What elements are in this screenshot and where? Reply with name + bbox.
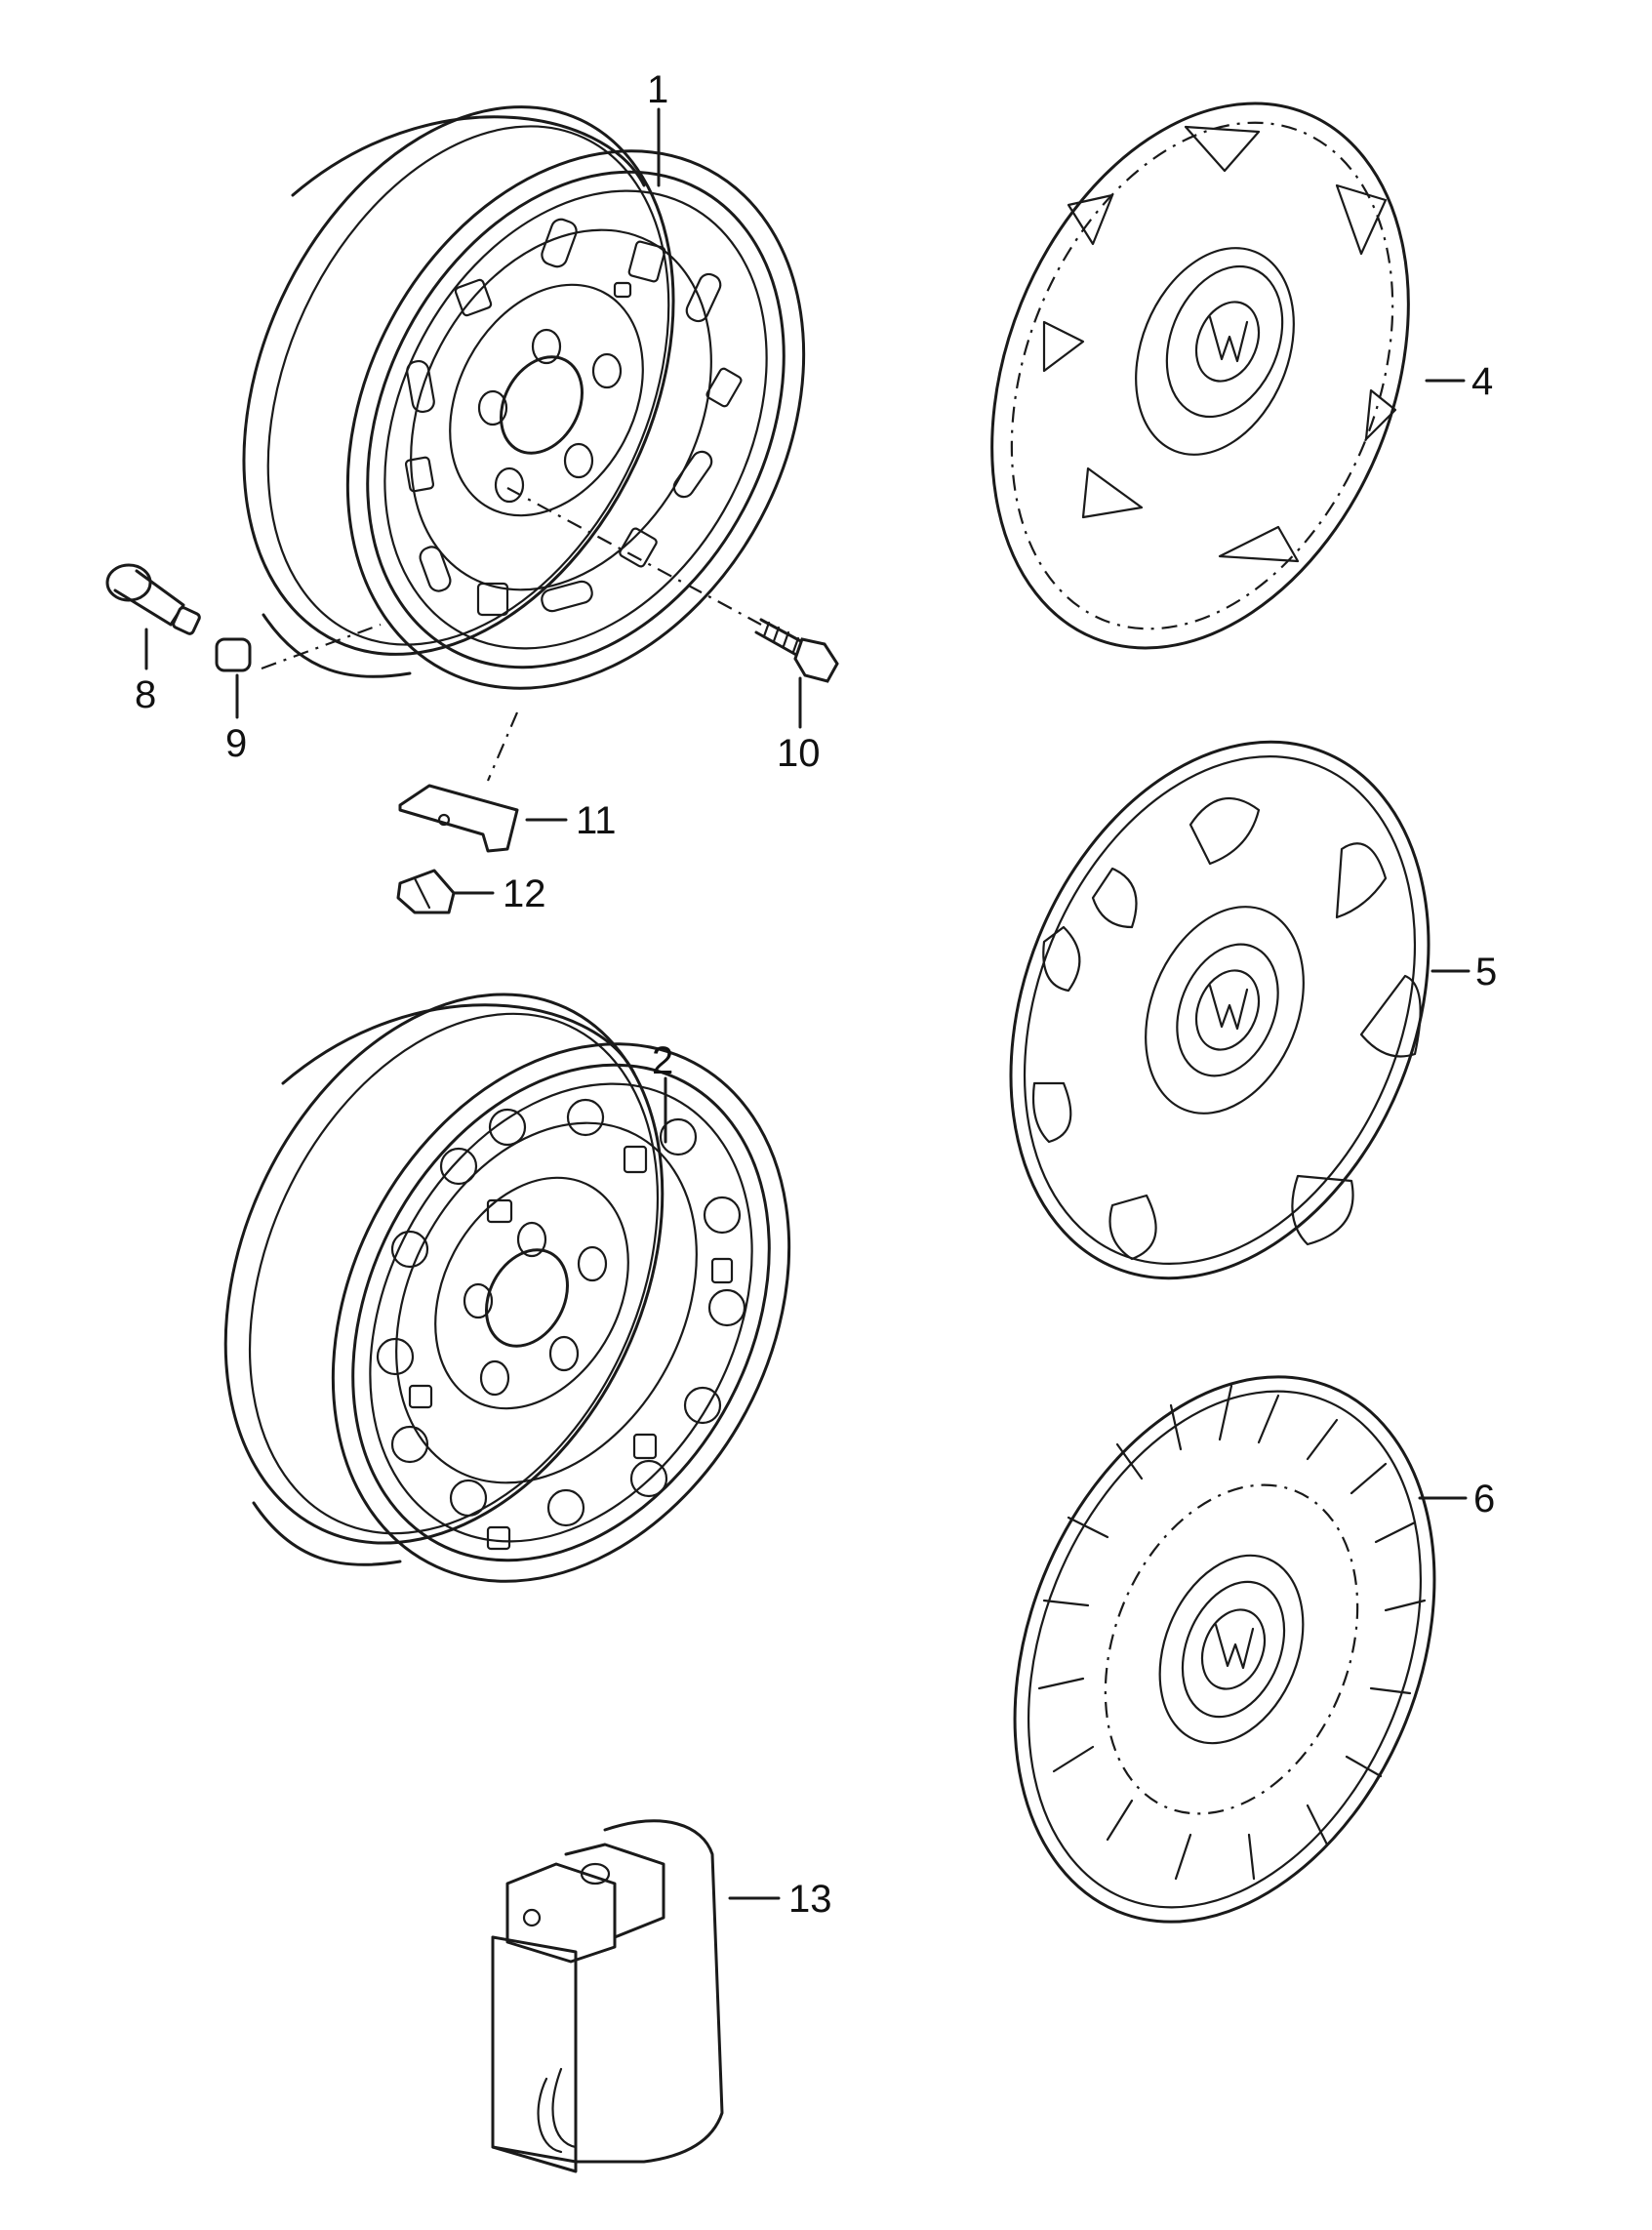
callout-labels: 1 2 4 5 6 8 9 10 11 12 13 bbox=[135, 68, 1497, 1921]
callout-2: 2 bbox=[652, 1039, 673, 1082]
callout-8: 8 bbox=[135, 673, 156, 716]
callout-1: 1 bbox=[647, 68, 668, 111]
leader-lines bbox=[144, 107, 1471, 1900]
hubcap-6 bbox=[1013, 1375, 1436, 1924]
callout-13: 13 bbox=[788, 1878, 832, 1921]
control-unit-13 bbox=[491, 1819, 724, 2173]
callout-5: 5 bbox=[1475, 951, 1497, 993]
hubcap-4 bbox=[990, 101, 1410, 650]
balance-weight-12 bbox=[396, 869, 456, 914]
callout-9: 9 bbox=[225, 722, 247, 765]
callout-10: 10 bbox=[777, 732, 821, 775]
callout-12: 12 bbox=[503, 872, 546, 915]
wheel-bolt-10 bbox=[754, 618, 839, 683]
vw-logo-icon bbox=[1194, 301, 1261, 383]
steel-wheel-2 bbox=[223, 993, 791, 1583]
callout-11: 11 bbox=[576, 799, 617, 842]
valve-stem-8 bbox=[105, 563, 201, 635]
valve-cap-9 bbox=[215, 637, 252, 672]
steel-wheel-1 bbox=[242, 105, 806, 690]
vw-logo-icon bbox=[1194, 969, 1261, 1051]
hubcap-5 bbox=[1009, 740, 1430, 1280]
callout-6: 6 bbox=[1473, 1478, 1495, 1520]
vw-logo-icon bbox=[1200, 1608, 1267, 1690]
balance-weight-11 bbox=[398, 784, 519, 853]
callout-4: 4 bbox=[1471, 360, 1493, 403]
